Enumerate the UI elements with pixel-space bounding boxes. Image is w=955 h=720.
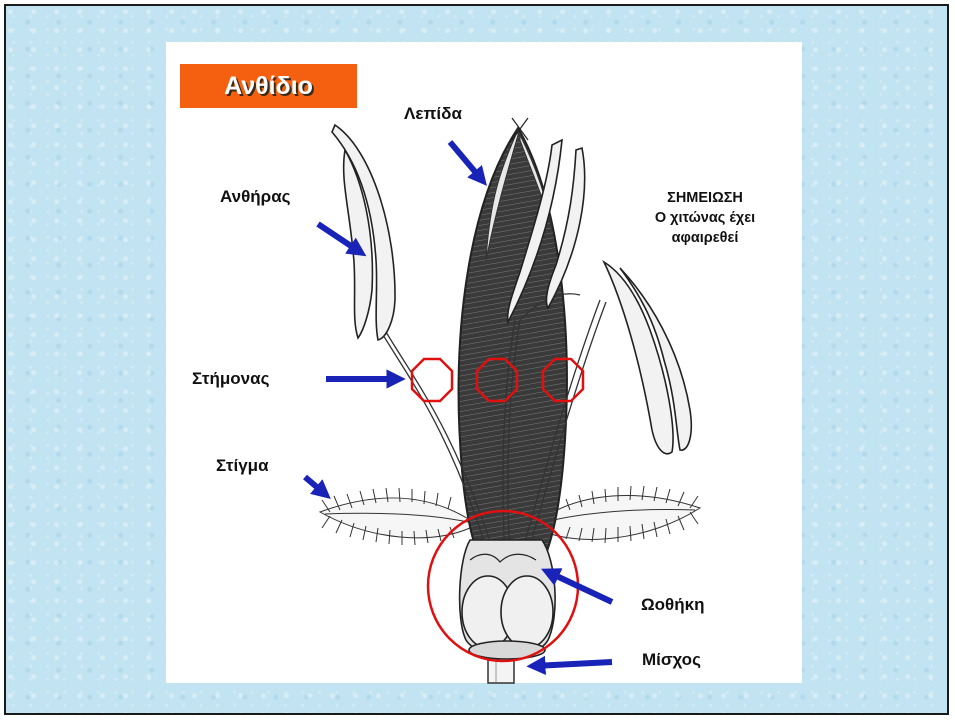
label-stigma: Στίγμα	[216, 456, 269, 476]
arrow-mischos	[534, 662, 612, 666]
note-heading: ΣΗΜΕΙΩΣΗ	[620, 188, 790, 208]
title-box: Ανθίδιο	[180, 64, 357, 108]
arrow-stigma	[305, 477, 325, 494]
stigma-right	[540, 486, 700, 543]
note-line-2: Ο χιτώνας έχει	[620, 208, 790, 228]
label-stimonas: Στήμονας	[192, 369, 269, 389]
label-lepida: Λεπίδα	[404, 104, 462, 124]
label-oothiki: Ωοθήκη	[641, 595, 704, 615]
slide-title: Ανθίδιο	[224, 72, 313, 101]
note-line-3: αφαιρεθεί	[620, 228, 790, 248]
label-mischos: Μίσχος	[642, 650, 701, 670]
note-block: ΣΗΜΕΙΩΣΗ Ο χιτώνας έχει αφαιρεθεί	[620, 188, 790, 248]
arrow-lepida	[450, 142, 482, 180]
arrow-oothiki	[548, 572, 612, 602]
stamen-highlight-left	[412, 359, 452, 401]
ovary	[460, 540, 556, 659]
label-anthiras: Ανθήρας	[220, 187, 290, 207]
